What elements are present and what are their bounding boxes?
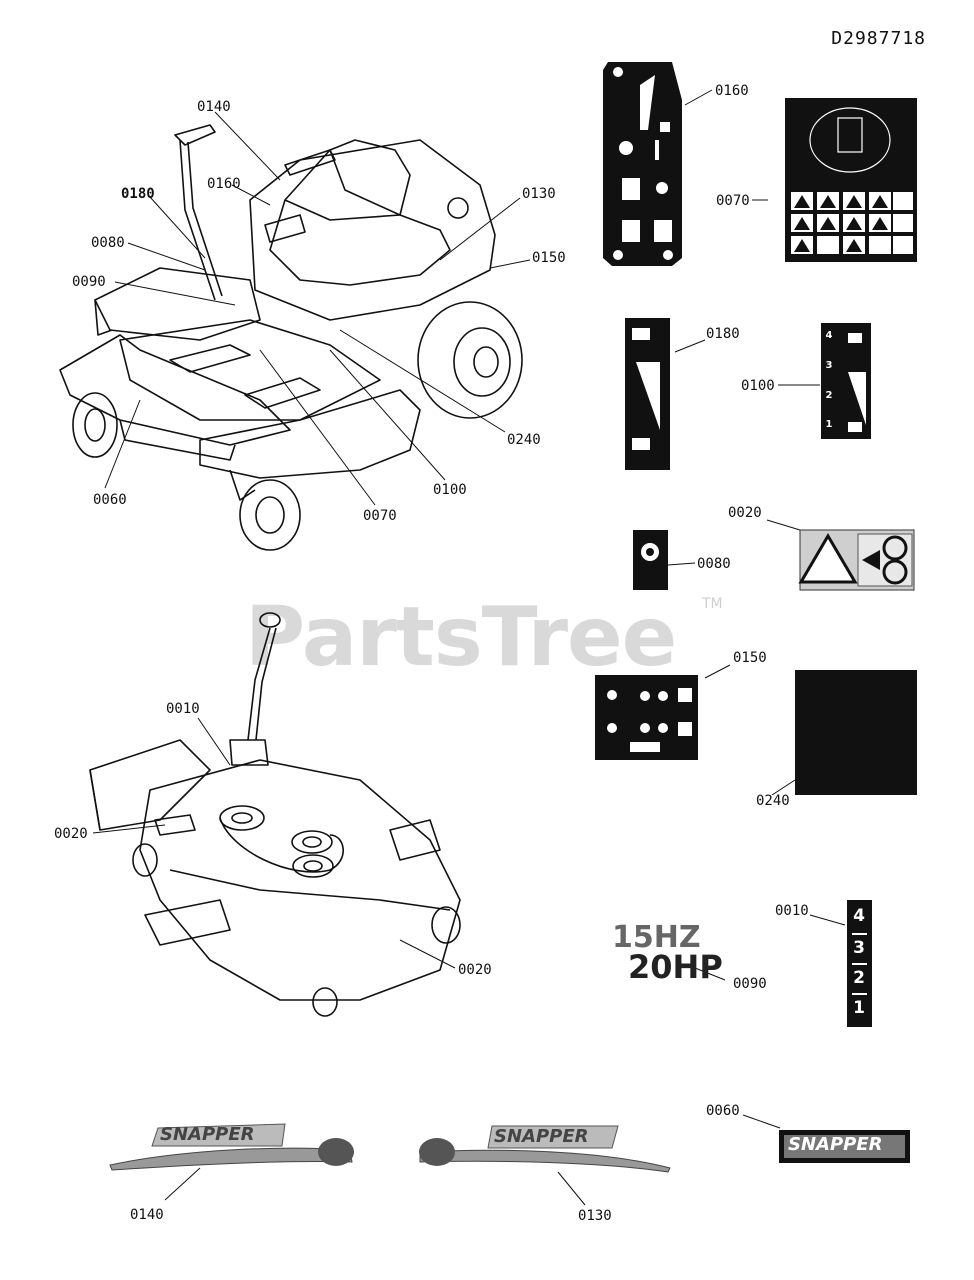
callout-0010-deck[interactable]: 0010 bbox=[166, 701, 200, 717]
callout-0060-decal[interactable]: 0060 bbox=[706, 1103, 740, 1119]
callout-0130-mower[interactable]: 0130 bbox=[522, 186, 556, 202]
lift-level-2: 2 bbox=[853, 968, 865, 988]
callout-0140-mower[interactable]: 0140 bbox=[197, 99, 231, 115]
decal-0060-brand: SNAPPER bbox=[788, 1134, 883, 1155]
decal-0140-brand: SNAPPER bbox=[160, 1124, 255, 1145]
watermark: PartsTree bbox=[245, 590, 677, 685]
height-level-2: 2 bbox=[825, 390, 833, 401]
watermark-trademark: TM bbox=[702, 596, 723, 612]
deck-illustration bbox=[89, 612, 461, 1017]
callout-0090-decal[interactable]: 0090 bbox=[733, 976, 767, 992]
decal-0130-brand: SNAPPER bbox=[494, 1126, 589, 1147]
height-level-4: 4 bbox=[825, 330, 833, 341]
decal-0240 bbox=[795, 670, 917, 795]
decal-0130 bbox=[419, 1125, 671, 1173]
callout-0240-mower[interactable]: 0240 bbox=[507, 432, 541, 448]
engine-decal-top: 15HZ bbox=[612, 920, 701, 955]
decal-0140 bbox=[109, 1123, 354, 1171]
callout-0130-decal[interactable]: 0130 bbox=[578, 1208, 612, 1224]
callout-0160-mower[interactable]: 0160 bbox=[207, 176, 241, 192]
decal-0070 bbox=[785, 98, 917, 262]
callout-0160-decal[interactable]: 0160 bbox=[715, 83, 749, 99]
height-level-3: 3 bbox=[825, 360, 833, 371]
callout-0180-decal[interactable]: 0180 bbox=[706, 326, 740, 342]
engine-decal-bottom: 20HP bbox=[628, 948, 723, 986]
callout-0070-decal[interactable]: 0070 bbox=[716, 193, 750, 209]
decal-0180 bbox=[625, 318, 670, 470]
callout-0180-mower[interactable]: 0180 bbox=[121, 186, 155, 202]
decal-0020 bbox=[798, 529, 915, 591]
mower-illustration bbox=[59, 111, 531, 551]
callout-0100-decal[interactable]: 0100 bbox=[741, 378, 775, 394]
callout-0010-decal[interactable]: 0010 bbox=[775, 903, 809, 919]
callout-0020-deck-left[interactable]: 0020 bbox=[54, 826, 88, 842]
callout-0100-mower[interactable]: 0100 bbox=[433, 482, 467, 498]
lift-level-4: 4 bbox=[853, 906, 865, 926]
diagram-id: D2987718 bbox=[831, 28, 926, 49]
decal-0150 bbox=[595, 675, 698, 760]
callout-0150-decal[interactable]: 0150 bbox=[733, 650, 767, 666]
callout-0150-mower[interactable]: 0150 bbox=[532, 250, 566, 266]
height-level-1: 1 bbox=[825, 419, 833, 430]
decal-0010 bbox=[847, 900, 872, 1027]
callout-0240-decal[interactable]: 0240 bbox=[756, 793, 790, 809]
callout-0140-decal[interactable]: 0140 bbox=[130, 1207, 164, 1223]
callout-0080-mower[interactable]: 0080 bbox=[91, 235, 125, 251]
decal-0060 bbox=[779, 1130, 910, 1163]
callout-0080-decal[interactable]: 0080 bbox=[697, 556, 731, 572]
lift-level-3: 3 bbox=[853, 938, 865, 958]
decal-0100 bbox=[821, 323, 871, 439]
callout-0060-mower[interactable]: 0060 bbox=[93, 492, 127, 508]
callout-0070-mower[interactable]: 0070 bbox=[363, 508, 397, 524]
decal-0160 bbox=[603, 62, 682, 266]
callout-0020-decal[interactable]: 0020 bbox=[728, 505, 762, 521]
callout-0020-deck-right[interactable]: 0020 bbox=[458, 962, 492, 978]
callout-0090-mower[interactable]: 0090 bbox=[72, 274, 106, 290]
lift-level-1: 1 bbox=[853, 998, 865, 1018]
decal-0080 bbox=[633, 530, 668, 590]
